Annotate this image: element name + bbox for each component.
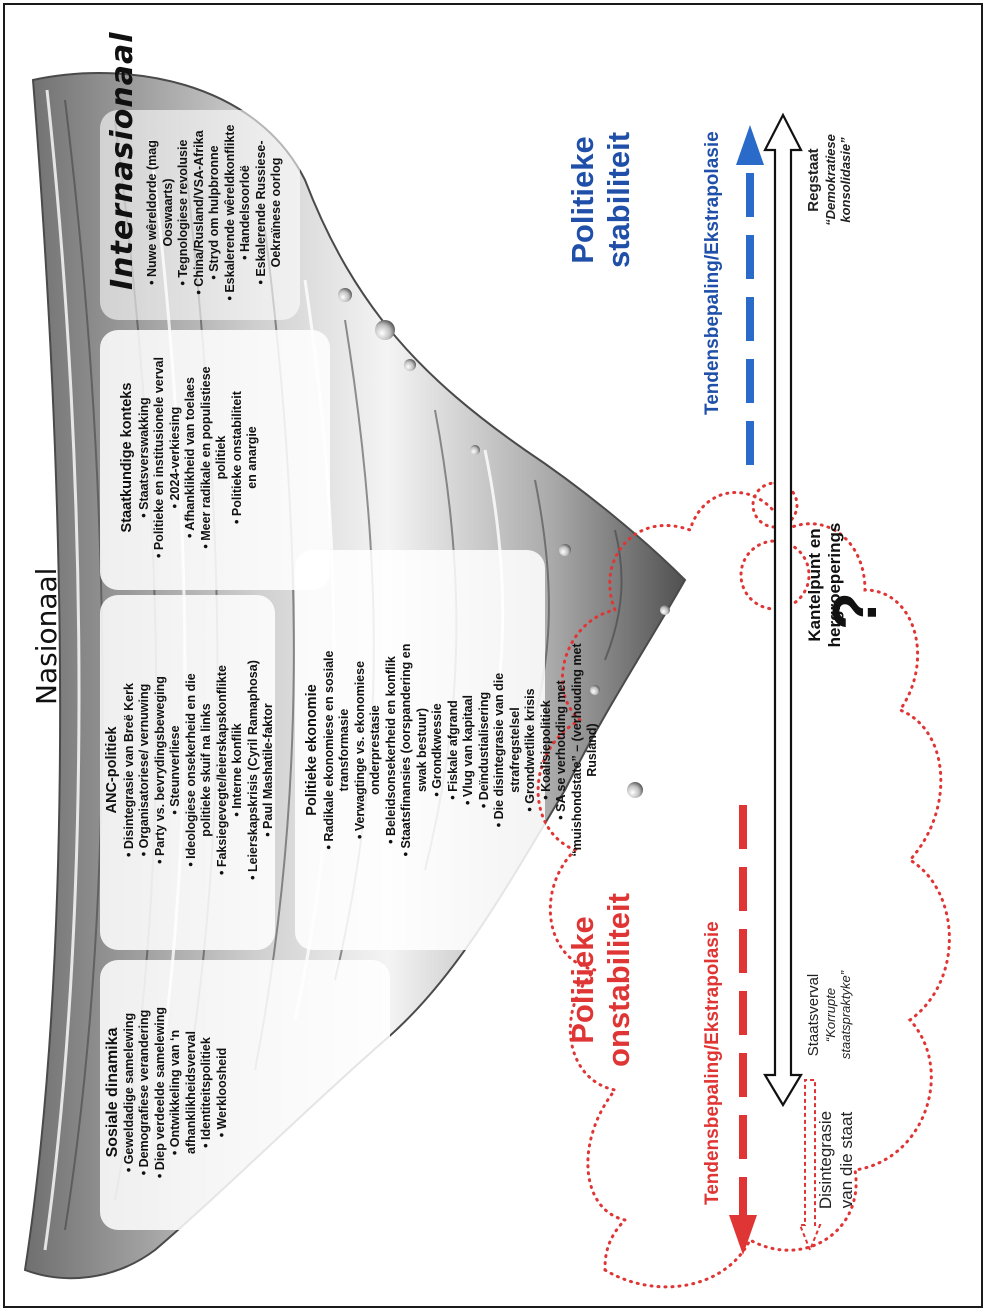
economy-item: • Deïndustialisering <box>476 691 491 809</box>
block-political-economy: Politieke ekonomie • Radikale ekonomiese… <box>304 570 601 930</box>
droplets <box>338 288 670 798</box>
anc-title: ANC-politiek <box>104 726 120 814</box>
anc-item: politieke skuif na links <box>199 703 213 837</box>
economy-item: swak bestuur) <box>414 707 429 793</box>
rule-of-law-line1: Regstaat <box>805 148 822 212</box>
international-item: • Stryd om hulpbronne <box>207 145 221 280</box>
rule-of-law-quote2: konsolidasie” <box>838 137 853 223</box>
state-item: • Politieke en institusionele verval <box>152 357 166 558</box>
anc-item: • Leierskapskrisis (Cyril Ramaphosa) <box>245 660 260 880</box>
panel-economy <box>295 550 545 950</box>
block-anc-politics: ANC-politiek • Disintegrasie van Breë Ke… <box>104 610 277 930</box>
economy-item: • Koalisiepolitiek <box>538 700 553 800</box>
international-item: Ooswaarts) <box>160 178 175 247</box>
blue-trend-label: Tendensbepaling/Ekstrapolasie <box>702 131 723 415</box>
anc-item: • Organisatoriese/ vernuwing <box>137 683 151 857</box>
international-item: • China/Rusland/VSA-Afrika <box>191 130 206 295</box>
decay-line1: Staatsverval <box>805 973 822 1057</box>
social-item: • Geweldadige samelewing <box>121 1012 136 1173</box>
instability-line2: onstabiliteit <box>601 893 636 1067</box>
social-item: • Diep verdeelde samelewing <box>152 1006 167 1179</box>
stability-line2: stabiliteit <box>601 131 636 269</box>
block-international: • Nuwe wêreldorde (mag Ooswaarts) • Tegn… <box>145 115 285 310</box>
question-mark: ? <box>821 592 890 630</box>
economy-title: Politieke ekonomie <box>304 684 320 816</box>
international-item: • Eskalerende Russiese- <box>253 140 268 285</box>
heading-international: Internasionaal <box>105 31 140 290</box>
state-item: • Afhanklikheid van toelaes <box>183 377 197 538</box>
anc-item: • Faksiegevegte/leierskapskonflikte <box>214 664 229 876</box>
international-item: • Eskalerende wêreldkonflikte <box>222 124 237 301</box>
economy-item: transformasie <box>337 708 351 792</box>
international-item: Oekraïnese oorlog <box>269 157 283 268</box>
anc-item: • Paul Mashatile-faktor <box>261 703 275 837</box>
economy-item: • Die disintegrasie van die <box>492 672 506 828</box>
international-item: • Tegnologiese revolusie <box>176 139 190 286</box>
anc-item: • Steunverliese <box>168 725 182 815</box>
tipping-line1: Kantelpunt en <box>805 528 824 642</box>
panel-anc <box>100 595 275 950</box>
international-item: • Nuwe wêreldorde (mag <box>145 140 159 285</box>
state-item: • Meer radikale en populistiese <box>198 366 213 549</box>
economy-item: • Vlug van kapitaal <box>461 695 475 805</box>
decay-quote1: “Korrupte <box>823 987 838 1043</box>
instability-label: Politieke onstabiliteit <box>565 870 637 1090</box>
whirlpool-illustration <box>23 72 951 1289</box>
state-item: • Politieke onstabiliteit <box>229 391 244 524</box>
economy-item: • Staatsfinansies (oorspandering en <box>399 643 413 857</box>
anc-item: • Interne konflik <box>230 723 244 817</box>
economy-item: onderprestasie <box>368 705 382 795</box>
block-social-dynamics: Sosiale dinamika • Geweldadige samelewin… <box>104 970 230 1215</box>
diagram-frame: Nasionaal Internasionaal Sosiale dinamik… <box>3 3 983 1308</box>
outcome-axis-arrow <box>763 112 803 1108</box>
disintegration-line1: Disintegrasie <box>816 1110 835 1210</box>
economy-item: • Grondkwessie <box>430 703 444 797</box>
rotated-diagram: Nasionaal Internasionaal Sosiale dinamik… <box>5 5 981 1306</box>
state-item: • Staatsverswakking <box>136 397 151 518</box>
state-decay-label: Staatsverval “Korrupte staatspraktyke” <box>805 940 853 1090</box>
social-item: • Ontwikkeling van ‘n <box>168 1029 182 1156</box>
heading-national: Nasionaal <box>30 567 63 705</box>
social-item: afhanklikheidsverval <box>183 1031 198 1154</box>
instability-line1: Politieke <box>565 916 600 1044</box>
stability-label: Politieke stabiliteit <box>565 90 637 310</box>
social-item: • Identiteitspolitiek <box>199 1037 213 1148</box>
economy-item: • Radikale ekonomiese en sosiale <box>321 650 336 850</box>
rule-of-law-quote1: “Demokratiese <box>823 134 838 226</box>
panel-social <box>100 960 390 1230</box>
state-title: Staatkundige konteks <box>119 382 135 533</box>
secondary-decay-arrow <box>798 1079 822 1253</box>
disintegration-line2: van die staat <box>837 1111 856 1209</box>
anc-item: • Ideologiese onsekerheid en die <box>183 673 198 867</box>
blue-trend-arrow <box>736 125 764 465</box>
state-item: en anargie <box>245 426 259 489</box>
block-state-context: Staatkundige konteks • Staatsverswakking… <box>119 340 261 575</box>
anc-item: • Party vs. bevrydingsbeweging <box>152 676 167 864</box>
tipping-line2: hergroeperings <box>825 522 844 648</box>
anc-item: • Disintegrasie van Breë Kerk <box>121 683 136 857</box>
economy-item: • Fiskale afgrand <box>445 700 460 800</box>
decay-quote2: staatspraktyke” <box>838 970 853 1060</box>
economy-item: • Grondwetlike krisis <box>523 688 537 812</box>
state-item: politiek <box>214 435 228 480</box>
red-trend-arrow <box>729 805 757 1255</box>
social-item: • Demografiese verandering <box>137 1009 151 1176</box>
economy-item: • Beleidsonsekerheid en konflik <box>383 656 398 844</box>
panel-international <box>100 110 300 320</box>
economy-item: strafregstelsel <box>507 707 522 793</box>
economy-item: • Verwagtinge vs. ekonomiese <box>352 660 367 840</box>
rule-of-law-label: Regstaat “Demokratiese konsolidasie” <box>805 100 853 260</box>
red-trend-label: Tendensbepaling/Ekstrapolasie <box>702 921 723 1205</box>
social-item: • Werkloosheid <box>214 1047 229 1138</box>
social-title: Sosiale dinamika <box>104 1027 121 1158</box>
tipping-point-label: Kantelpunt en hergroeperings <box>805 510 845 660</box>
panel-state <box>100 330 330 590</box>
international-item: • Handelsoorloë <box>238 165 252 260</box>
disintegration-label: Disintegrasie van die staat <box>815 1095 857 1225</box>
stability-line1: Politieke <box>565 136 600 264</box>
state-item: • 2024-verkiesing <box>167 406 182 509</box>
